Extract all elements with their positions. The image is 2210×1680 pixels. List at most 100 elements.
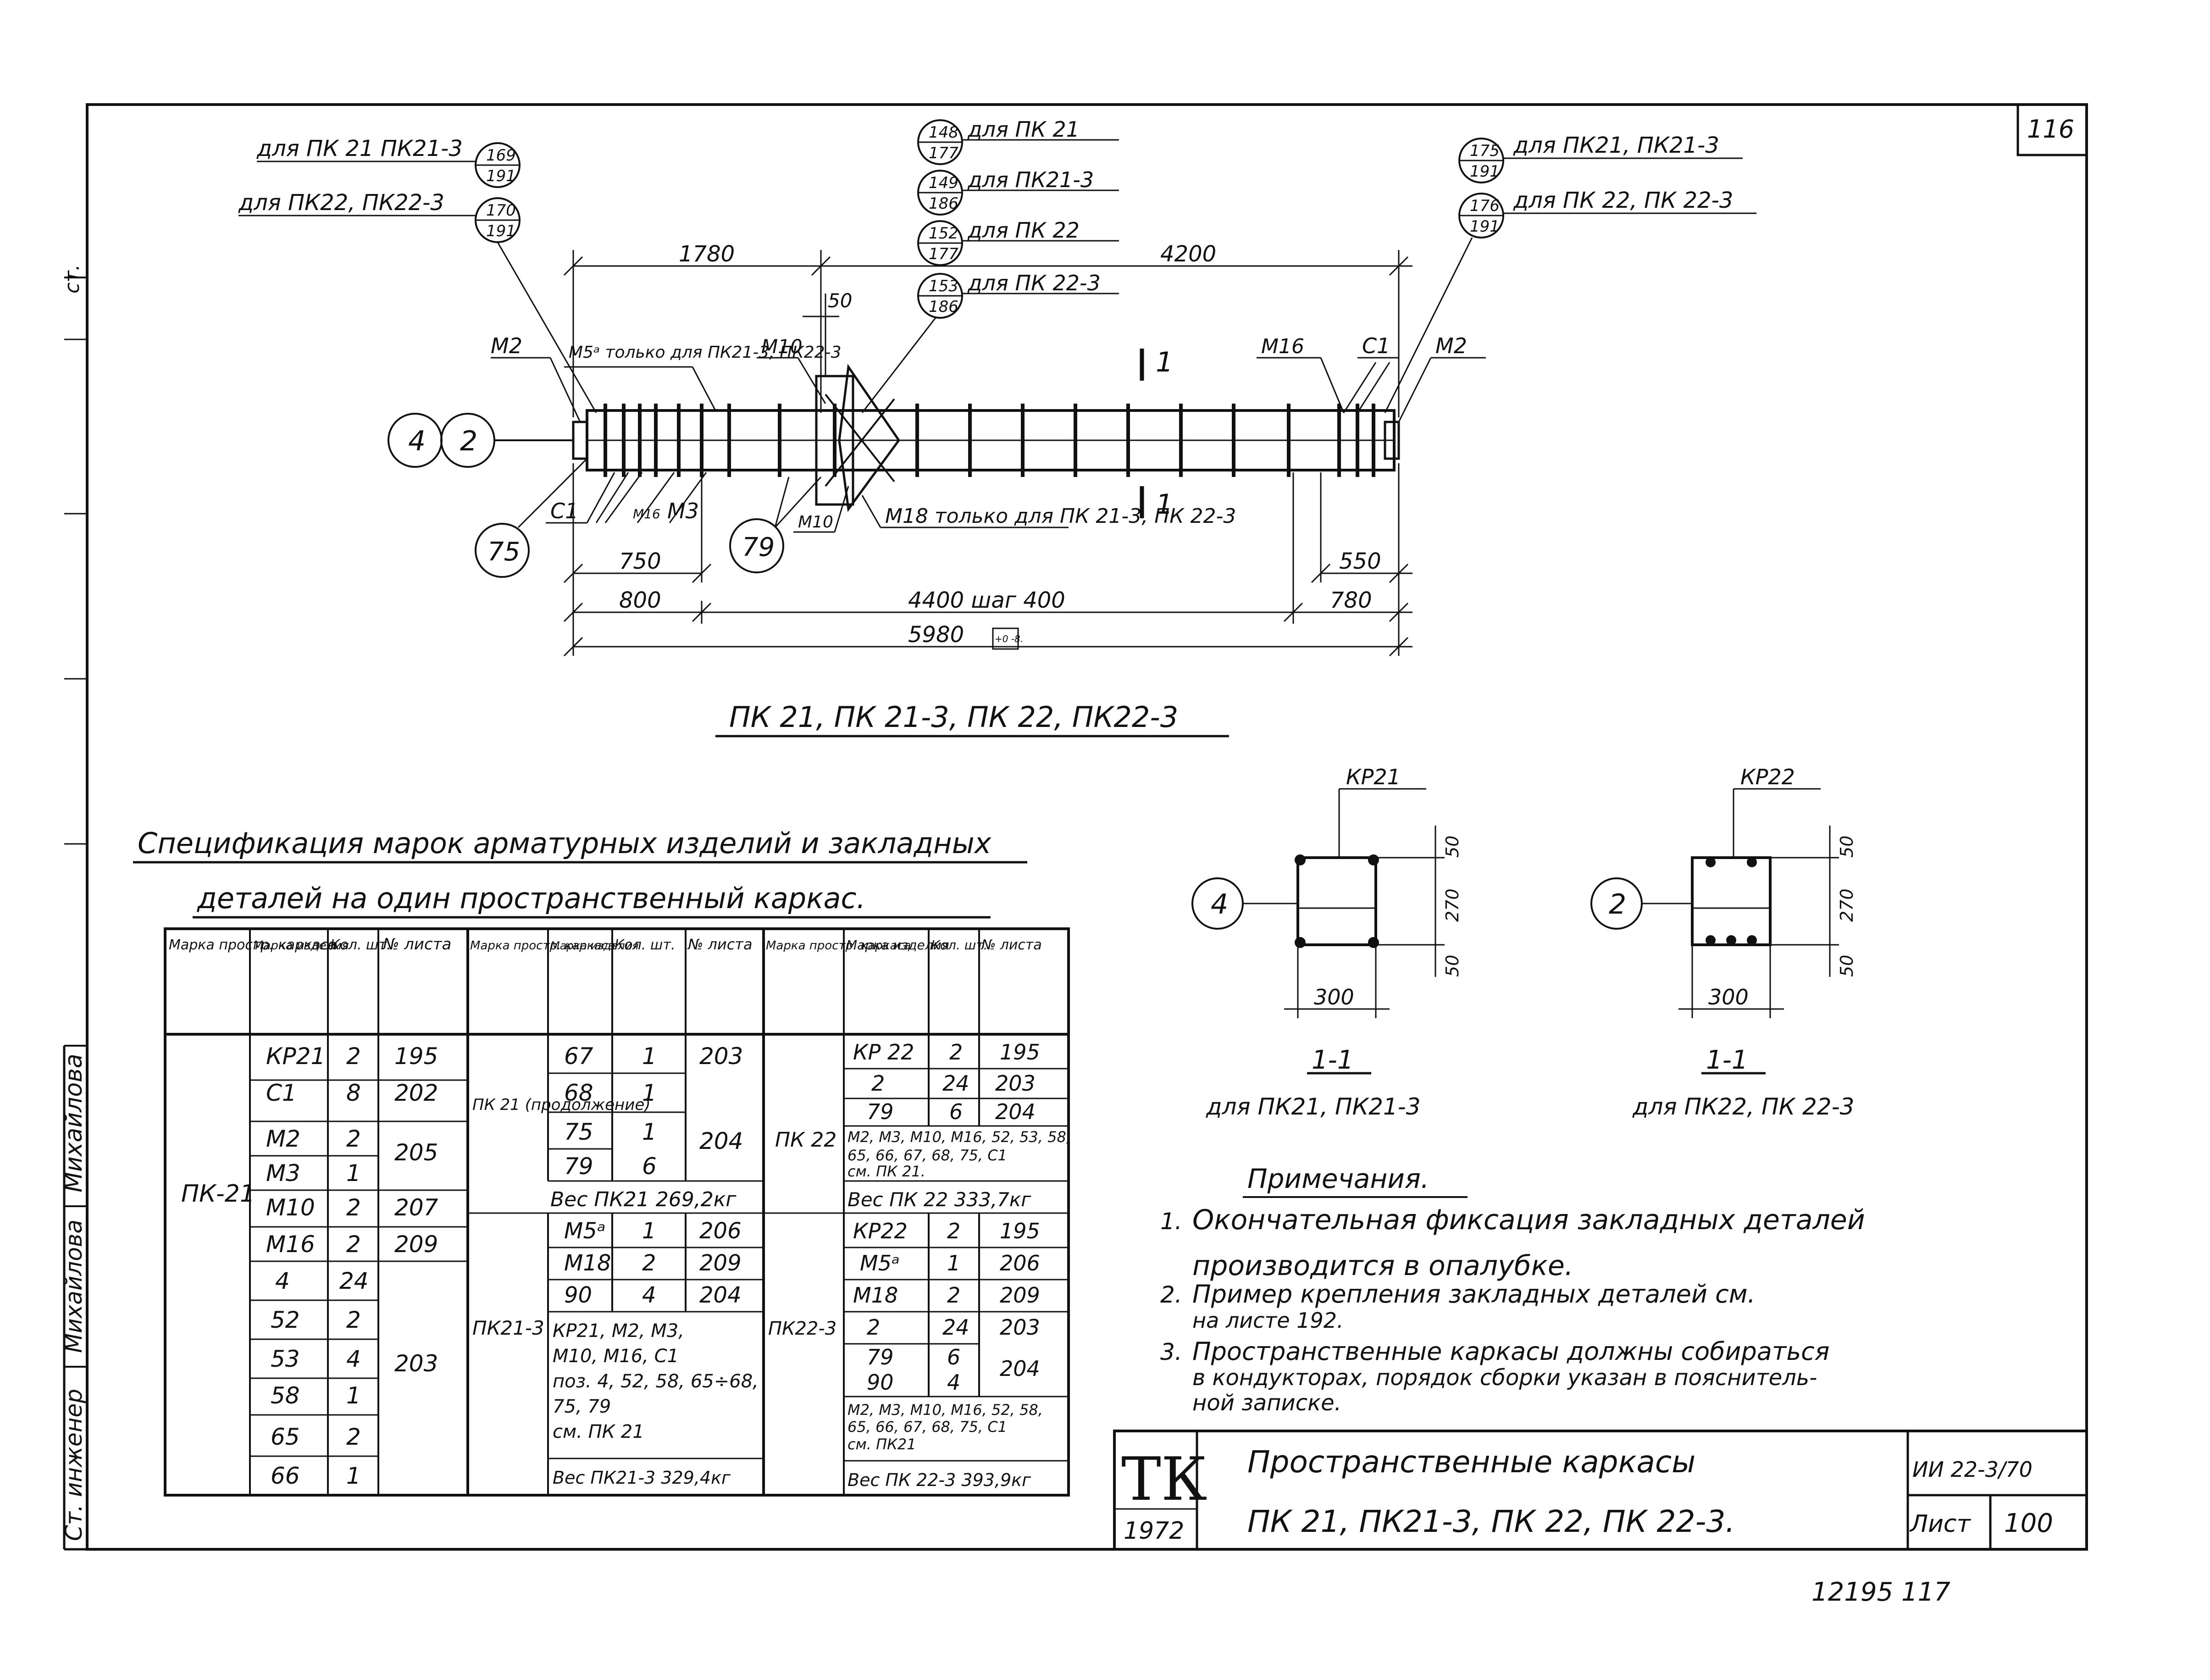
- label-m2-right: M2: [1435, 333, 1467, 358]
- note-line: M2, M3, M10, M16, 52, 53, 58,: [847, 1128, 1071, 1146]
- cell: 2: [346, 1424, 361, 1450]
- note-line: M10, M16, C1: [553, 1346, 679, 1367]
- cell: 2: [346, 1307, 361, 1333]
- cell: 58: [271, 1382, 300, 1409]
- strip-name: Михайлова: [60, 1053, 88, 1192]
- strip-role: Ст. инженер: [61, 1389, 87, 1541]
- right-ref-1-num: 175: [1470, 142, 1500, 160]
- right-ref-2-num: 176: [1470, 197, 1500, 215]
- center-ref-2-num: 149: [929, 174, 958, 192]
- cell: 204: [699, 1282, 742, 1308]
- cell: 8: [346, 1080, 361, 1106]
- dim-550: 550: [1339, 549, 1381, 574]
- cell: 4: [346, 1346, 361, 1372]
- cell: M10: [266, 1194, 315, 1221]
- dim-1780: 1780: [679, 241, 735, 267]
- spec-weight-pk22: Вес ПК 22 333,7кг: [847, 1188, 1031, 1211]
- spec-header-3: Марка простр. каркаса Марка изделия Кол.…: [766, 937, 1042, 953]
- sec2-title: 1-1: [1706, 1045, 1748, 1075]
- cell: 75: [564, 1119, 593, 1145]
- spec-header-1: Марка простр. каркаса Марка изделия Кол.…: [169, 935, 451, 954]
- bottom-numbers: 12195 117: [1811, 1577, 1950, 1607]
- section-kr21: [1191, 788, 1445, 1075]
- label-m16-small: M16: [633, 506, 660, 521]
- plan-dimensions: [563, 250, 1412, 657]
- cell: M3: [266, 1160, 300, 1187]
- cell: 53: [271, 1346, 300, 1372]
- cell: 1: [642, 1119, 657, 1145]
- sec2-caption: для ПК22, ПК 22-3: [1632, 1093, 1854, 1120]
- cell: 79: [867, 1099, 894, 1124]
- cell: 206: [1000, 1251, 1040, 1275]
- cell: 1: [642, 1043, 657, 1070]
- cell: КР22: [853, 1219, 908, 1243]
- dim-tolerance: +0 -8.: [995, 633, 1023, 644]
- dim-5980: 5980: [908, 622, 964, 648]
- plan-drawing: 1 1: [388, 346, 1400, 521]
- cell: 209: [394, 1231, 438, 1258]
- note-3-num: 3.: [1160, 1339, 1182, 1365]
- note-line: 65, 66, 67, 68, 75, C1: [847, 1147, 1007, 1164]
- sec2-d50b: 50: [1837, 955, 1857, 977]
- sec2-d50a: 50: [1837, 836, 1857, 858]
- axis-circle-2: 2: [460, 425, 477, 457]
- label-m3: M3: [667, 499, 699, 523]
- sec1-d50a: 50: [1442, 836, 1462, 858]
- note-3-line2: в кондукторах, порядок сборки указан в п…: [1192, 1365, 1817, 1391]
- cell: 6: [642, 1153, 657, 1180]
- cell: 67: [564, 1043, 593, 1070]
- center-ref-3-num: 152: [929, 224, 958, 243]
- cell: 1: [346, 1160, 361, 1187]
- note-line: 65, 66, 67, 68, 75, C1: [847, 1418, 1007, 1436]
- cell: 24: [339, 1268, 369, 1294]
- cell: 203: [1000, 1315, 1040, 1340]
- dim-4400: 4400 шаг 400: [908, 588, 1065, 613]
- cell: 209: [1000, 1283, 1040, 1308]
- cell: 202: [394, 1080, 438, 1106]
- cell: 207: [394, 1194, 438, 1221]
- cell: 203: [995, 1071, 1036, 1096]
- spec-weight-pk21: Вес ПК21 269,2кг: [550, 1188, 737, 1211]
- sec1-tag: КР21: [1346, 765, 1401, 789]
- center-ref-1-text: для ПК 21: [967, 117, 1080, 142]
- hdr-frame: Марка простр. каркаса: [169, 937, 336, 953]
- note-line: M2, M3, M10, M16, 52, 58,: [847, 1401, 1043, 1419]
- hdr-sheet: № листа: [687, 936, 753, 953]
- sec2-circle: 2: [1609, 888, 1626, 920]
- label-m18-note: M18 только для ПК 21-3, ПК 22-3: [885, 505, 1236, 528]
- tb-name-1: Пространственные каркасы: [1247, 1444, 1695, 1480]
- pos-label-75: 75: [487, 537, 520, 567]
- tb-year: 1972: [1124, 1517, 1184, 1545]
- cell: M16: [266, 1231, 315, 1258]
- spec-frame-pk21: ПК-21: [181, 1180, 255, 1208]
- cell: 209: [699, 1250, 742, 1276]
- cell: 195: [1000, 1219, 1040, 1243]
- center-ref-2-den: 186: [929, 194, 958, 213]
- cell: 24: [942, 1315, 969, 1340]
- hdr-qty: Кол. шт.: [615, 937, 675, 953]
- cell: 2: [642, 1250, 656, 1276]
- cell: M2: [266, 1126, 300, 1152]
- dim-750: 750: [619, 549, 661, 574]
- spec-col3-note2: M2, M3, M10, M16, 52, 58, 65, 66, 67, 68…: [847, 1401, 1043, 1453]
- center-ref-1-den: 177: [929, 144, 958, 162]
- title-block: [1113, 1430, 2088, 1551]
- hdr-qty: Кол. шт.: [330, 937, 391, 953]
- note-line: поз. 4, 52, 58, 65÷68,: [553, 1371, 759, 1392]
- cell: 1: [346, 1382, 361, 1409]
- note-3-line1: Пространственные каркасы должны собирать…: [1192, 1337, 1829, 1366]
- sec2-d270: 270: [1837, 888, 1857, 922]
- cell: 24: [942, 1071, 969, 1096]
- cell: 1: [947, 1251, 960, 1275]
- axis-circle-4: 4: [408, 425, 426, 457]
- tb-name-2: ПК 21, ПК21-3, ПК 22, ПК 22-3.: [1247, 1504, 1735, 1539]
- tb-sheet-label: Лист: [1909, 1510, 1971, 1538]
- cell: 79: [867, 1345, 894, 1370]
- right-ref-2-den: 191: [1470, 217, 1500, 236]
- spec-col3-note1: M2, M3, M10, M16, 52, 53, 58, 65, 66, 67…: [847, 1128, 1071, 1180]
- spec-frame-pk22: ПК 22: [775, 1128, 836, 1152]
